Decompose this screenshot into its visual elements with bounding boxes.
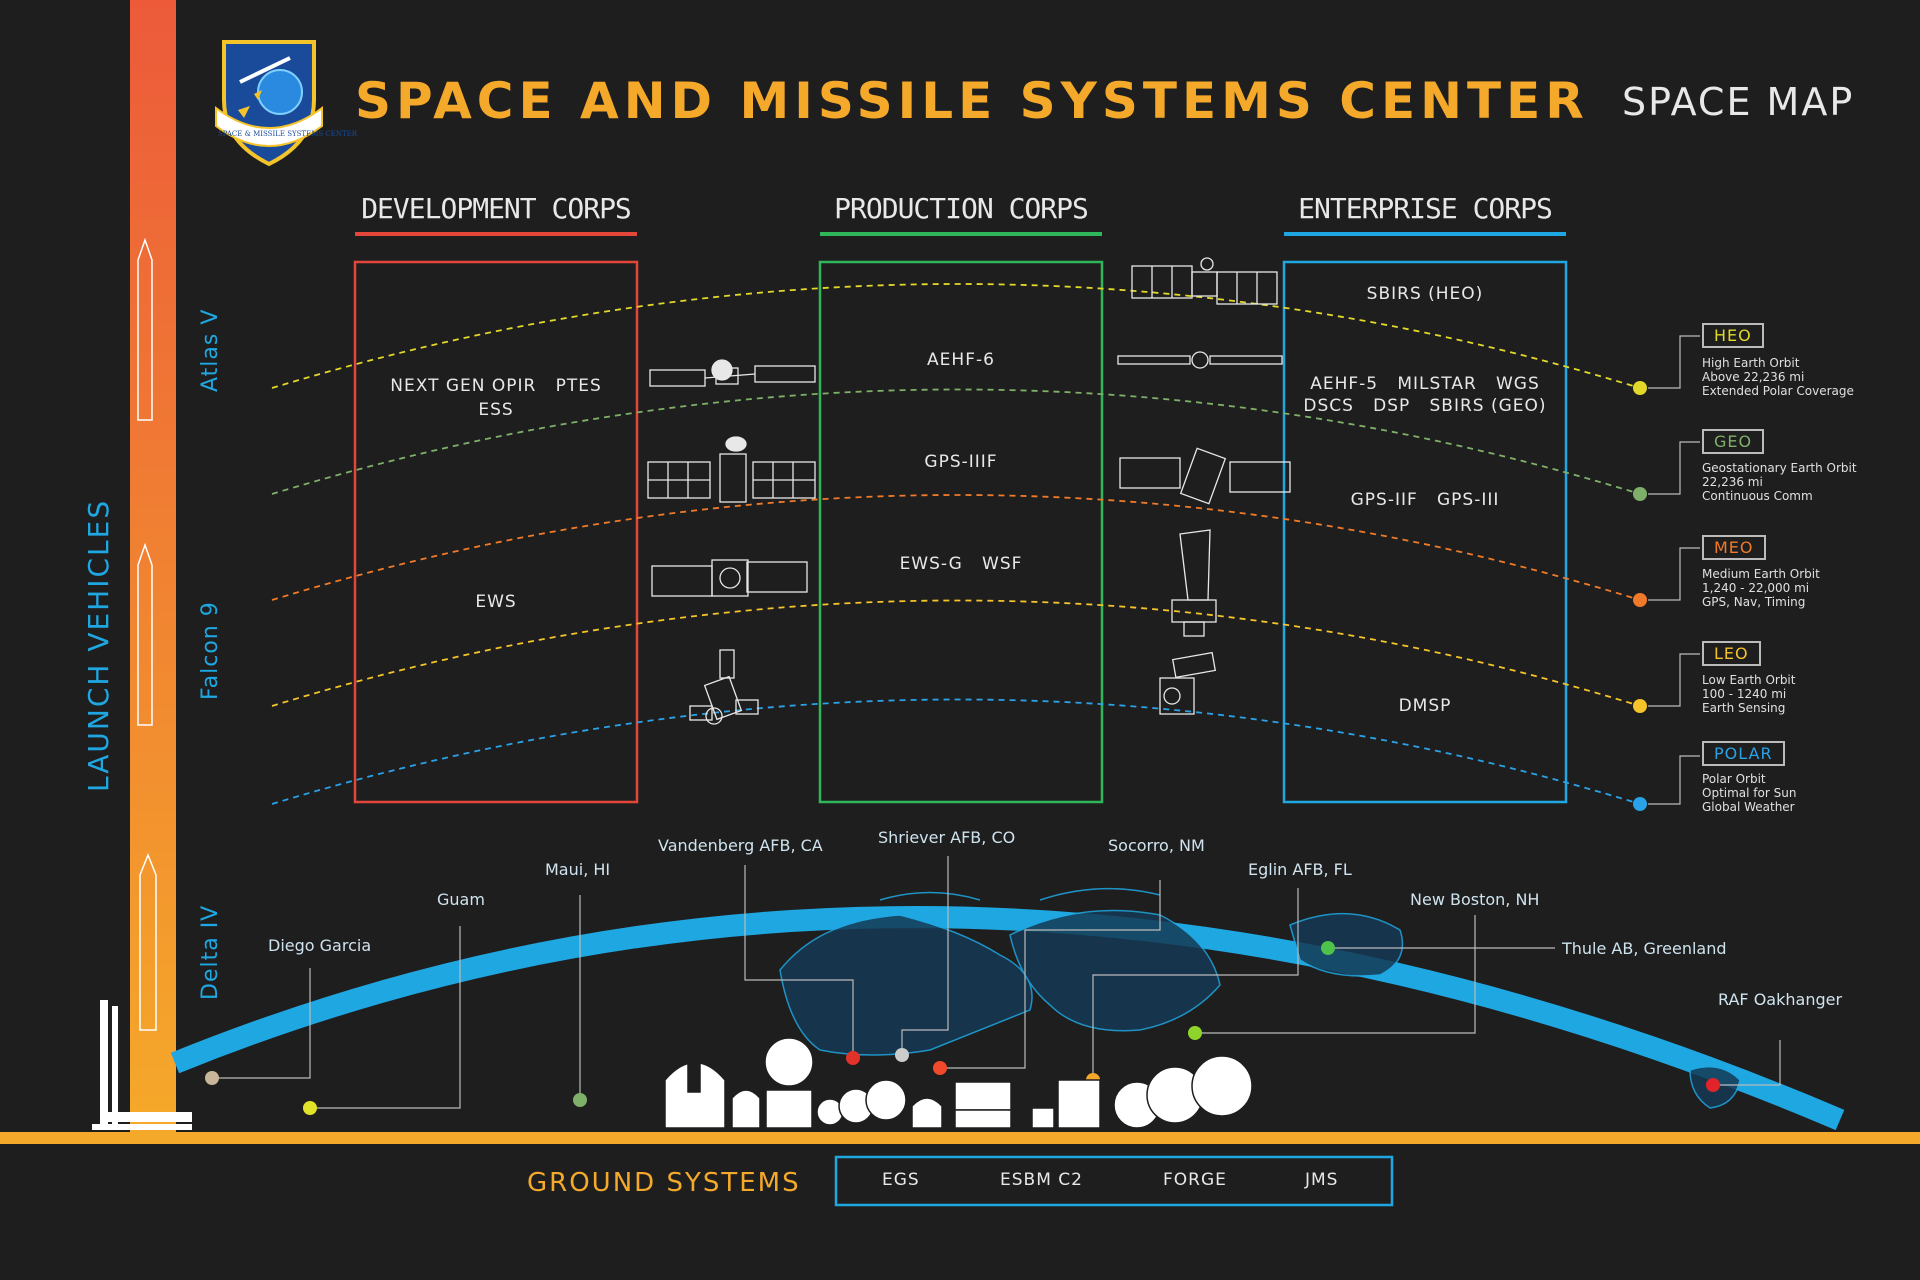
leo-orbit-line <box>271 599 1641 707</box>
rocket-icons <box>137 237 157 1031</box>
site-dot-new-boston <box>1188 1026 1202 1040</box>
vehicle-label-delta: Delta IV <box>198 904 223 1000</box>
page-subtitle: SPACE MAP <box>1622 80 1855 124</box>
ground-facilities <box>664 1037 1253 1129</box>
site-dots <box>205 941 1720 1115</box>
program-label: EWS <box>475 592 517 612</box>
site-dot-shriever <box>895 1048 909 1062</box>
launch-vehicles-label: LAUNCH VEHICLES <box>82 498 115 792</box>
orbit-tag-heo: HEO <box>1702 323 1764 348</box>
orbit-tag-geo: GEO <box>1702 429 1765 454</box>
program-label: NEXT GEN OPIR PTES <box>390 376 602 396</box>
development-corps-heading: DEVELOPMENT CORPS <box>361 192 632 225</box>
satellite-icon <box>689 649 759 725</box>
satellite-icon <box>1119 447 1291 505</box>
program-label: DMSP <box>1398 696 1452 716</box>
site-dot-maui <box>573 1093 587 1107</box>
site-leaders <box>212 856 1781 1109</box>
vehicle-label-atlas: Atlas V <box>198 308 223 392</box>
satellite-icon <box>647 436 816 503</box>
program-label: GPS-IIF GPS-III <box>1350 490 1500 510</box>
ground-systems-label: GROUND SYSTEMS <box>527 1168 801 1198</box>
development-box <box>353 260 639 804</box>
site-label: Thule AB, Greenland <box>1562 939 1727 958</box>
geo-orbit-line <box>271 388 1641 495</box>
atlas-rocket-icon <box>137 237 153 421</box>
heo-orbit-line <box>271 283 1641 389</box>
satellite-icon <box>1117 351 1283 369</box>
site-label: Shriever AFB, CO <box>878 828 1016 847</box>
ground-system-item: JMS <box>1305 1170 1339 1190</box>
site-label: RAF Oakhanger <box>1718 990 1843 1009</box>
site-label: Eglin AFB, FL <box>1248 860 1352 879</box>
ground-systems-box <box>834 1155 1394 1207</box>
program-label: AEHF-5 MILSTAR WGS <box>1310 374 1540 394</box>
site-label: Vandenberg AFB, CA <box>658 836 823 855</box>
satellite-icon <box>1171 529 1217 637</box>
site-dot-diego-garcia <box>205 1071 219 1085</box>
geo-dot <box>1633 487 1647 501</box>
smc-logo: SPACE & MISSILE SYSTEMS CENTER <box>210 30 358 170</box>
shield-icon <box>215 40 323 167</box>
polar-dot <box>1633 797 1647 811</box>
meo-dot <box>1633 593 1647 607</box>
site-dot-thule <box>1321 941 1335 955</box>
ground-system-item: ESBM C2 <box>1000 1170 1083 1190</box>
ground-system-item: EGS <box>882 1170 920 1190</box>
heo-dot <box>1633 381 1647 395</box>
site-label: New Boston, NH <box>1410 890 1540 909</box>
site-dot-socorro <box>933 1061 947 1075</box>
production-corps-heading: PRODUCTION CORPS <box>834 192 1089 225</box>
site-dot-oakhanger <box>1706 1078 1720 1092</box>
site-label: Diego Garcia <box>268 936 372 955</box>
program-label: EWS-G WSF <box>899 554 1023 574</box>
leo-dot <box>1633 699 1647 713</box>
program-label: SBIRS (HEO) <box>1366 284 1484 304</box>
program-label: ESS <box>478 400 514 420</box>
polar-orbit-line <box>271 698 1641 805</box>
logo-text: SPACE & MISSILE SYSTEMS CENTER <box>218 130 358 138</box>
program-label: GPS-IIIF <box>924 452 998 472</box>
orbit-tag-leo: LEO <box>1702 641 1761 666</box>
site-label: Maui, HI <box>545 860 611 879</box>
orbit-tag-polar: POLAR <box>1702 741 1785 766</box>
satellite-icon <box>651 559 808 597</box>
ground-system-item: FORGE <box>1163 1170 1227 1190</box>
site-dot-vandenberg <box>846 1051 860 1065</box>
earth-horizon <box>170 906 1845 1131</box>
site-label: Guam <box>437 890 485 909</box>
ground-line <box>0 1132 1920 1144</box>
site-label: Socorro, NM <box>1108 836 1205 855</box>
vehicle-label-falcon: Falcon 9 <box>198 601 223 700</box>
launch-tower-icon <box>92 1000 192 1130</box>
enterprise-corps-heading: ENTERPRISE CORPS <box>1298 192 1553 225</box>
program-label: AEHF-6 <box>927 350 995 370</box>
enterprise-box <box>1282 260 1568 804</box>
site-dot-guam <box>303 1101 317 1115</box>
meo-orbit-line <box>271 494 1641 601</box>
continents <box>779 887 1741 1109</box>
production-box <box>818 260 1104 804</box>
satellite-icon <box>1131 257 1278 305</box>
orbit-tag-meo: MEO <box>1702 535 1766 560</box>
delta-rocket-icon <box>139 852 157 1031</box>
satellite-icon <box>649 359 816 387</box>
satellite-icon <box>1159 651 1217 715</box>
program-label: DSCS DSP SBIRS (GEO) <box>1303 396 1547 416</box>
satellite-icons <box>647 257 1291 725</box>
falcon-rocket-icon <box>137 542 153 726</box>
page-title: SPACE AND MISSILE SYSTEMS CENTER <box>355 72 1589 130</box>
